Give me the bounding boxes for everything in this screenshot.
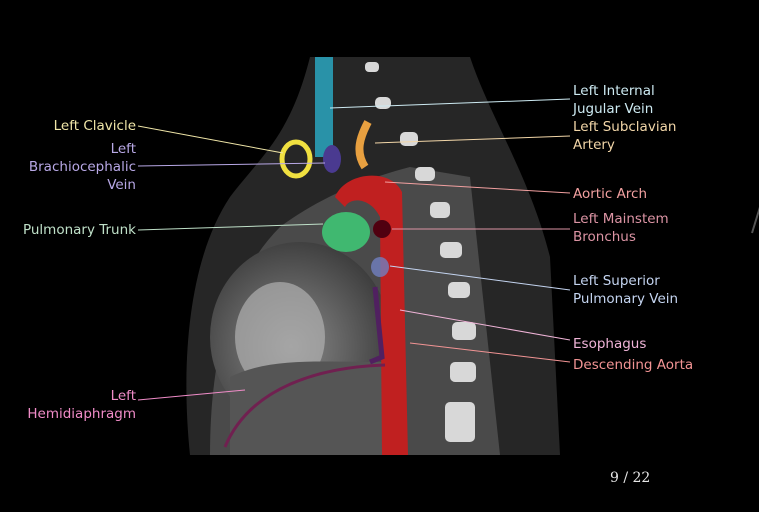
label-text: Hemidiaphragm: [27, 406, 136, 422]
label-aortic-arch: Aortic Arch: [573, 185, 647, 203]
label-esophagus: Esophagus: [573, 335, 646, 353]
label-text: Jugular Vein: [573, 101, 654, 117]
label-text: Artery: [573, 137, 615, 153]
label-text: Bronchus: [573, 229, 636, 245]
label-text: Brachiocephalic: [28, 159, 136, 175]
label-descending-aorta: Descending Aorta: [573, 356, 693, 374]
label-text: Aortic Arch: [573, 186, 648, 202]
label-left-brachiocephalic-vein: Left Brachiocephalic Vein: [29, 140, 136, 194]
label-left-clavicle: Left Clavicle: [54, 117, 136, 135]
label-left-subclavian-artery: Left Subclavian Artery: [573, 118, 676, 154]
label-left-superior-pulmonary-vein: Left Superior Pulmonary Vein: [573, 272, 678, 308]
slide-counter: 9 / 22: [610, 470, 651, 486]
label-left-mainstem-bronchus: Left Mainstem Bronchus: [573, 210, 669, 246]
ct-sagittal-image: [170, 57, 560, 455]
label-text: Left Clavicle: [53, 118, 136, 134]
label-text: Left: [110, 388, 136, 404]
label-text: Vein: [107, 177, 136, 193]
label-text: Pulmonary Trunk: [22, 222, 136, 238]
label-text: Left Mainstem: [573, 211, 669, 227]
label-text: Pulmonary Vein: [573, 291, 679, 307]
label-left-hemidiaphragm: Left Hemidiaphragm: [27, 387, 136, 423]
label-text: Left Internal: [573, 83, 655, 99]
label-text: Left Superior: [573, 273, 660, 289]
label-text: Left Subclavian: [573, 119, 677, 135]
label-text: Left: [110, 141, 136, 157]
label-left-internal-jugular-vein: Left Internal Jugular Vein: [573, 82, 655, 118]
label-pulmonary-trunk: Pulmonary Trunk: [23, 221, 136, 239]
next-slide-chevron-icon[interactable]: [748, 205, 759, 235]
label-text: Descending Aorta: [573, 357, 694, 373]
label-text: Esophagus: [573, 336, 647, 352]
